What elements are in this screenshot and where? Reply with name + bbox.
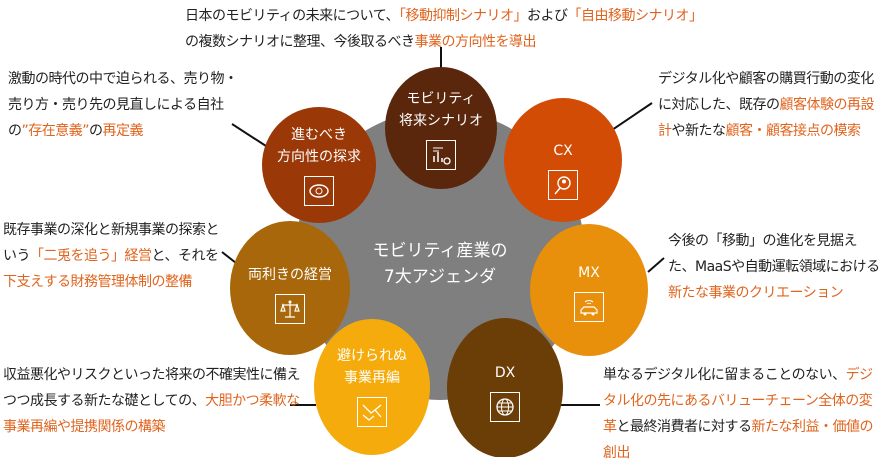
center-title: モビリティ産業の 7大アジェンダ [330, 238, 550, 290]
description-text: の複数シナリオに整理、今後取るべき [185, 34, 415, 50]
highlight-text: 事業の方向性を導出 [414, 34, 537, 50]
highlight-text: 顧客・顧客接点の模索 [725, 123, 862, 139]
node-label: 進むべき [291, 127, 347, 143]
description-cx: デジタル化や顧客の購買行動の変化に対応した、既存の顧客体験の再設計や新たな顧客・… [658, 66, 883, 144]
node-label: 事業再編 [344, 370, 400, 386]
description-text: および [527, 8, 568, 24]
connector-lines [221, 47, 665, 406]
node-dx: DX [445, 362, 565, 422]
node-dx-ellipse [447, 318, 563, 457]
center-title-line: 7大アジェンダ [383, 267, 497, 287]
node-ambidexterity-ellipse [230, 221, 350, 355]
highlight-text: 大胆かつ柔軟な事業再編や提携関係の構築 [3, 393, 300, 435]
node-label: モビリティ [406, 91, 476, 107]
eye-icon [304, 176, 334, 206]
chart-search-icon [426, 140, 456, 170]
description-text: や新たな [671, 123, 727, 139]
description-mx: 今後の「移動」の進化を見据えた、MaaSや自動運転領域における新たな事業のクリエ… [668, 228, 880, 306]
node-label: 将来シナリオ [399, 113, 483, 129]
node-restructuring-ellipse [314, 319, 430, 455]
node-mx-ellipse [530, 224, 648, 356]
node-mx: MX [529, 262, 649, 322]
node-scenario: モビリティ将来シナリオ [381, 88, 501, 170]
customer-search-icon [548, 170, 578, 200]
node-cx-ellipse [504, 98, 622, 222]
description-dx: 単なるデジタル化に留まることのない、デジタル化の先にあるバリューチェーン全体の変… [603, 362, 883, 466]
center-title-line: モビリティ産業の [372, 241, 508, 261]
description-text: 日本のモビリティの未来について、 [185, 8, 400, 24]
globe-icon [490, 392, 520, 422]
description-ambidexterity: 既存事業の深化と新規事業の探索という「二兎を追う」経営と、それを下支えする財務管… [3, 217, 231, 295]
node-scenario-ellipse [385, 67, 497, 189]
node-ambidexterity: 両利きの経営 [230, 264, 350, 324]
node-label: 両利きの経営 [248, 267, 332, 283]
node-label: 避けられぬ [337, 348, 407, 364]
highlight-text: 下支えする財務管理体制の整備 [3, 274, 193, 290]
node-restructuring: 避けられぬ事業再編 [312, 345, 432, 427]
description-text: と最終消費者に対する [616, 419, 753, 435]
connected-car-icon [574, 292, 604, 322]
highlight-text: 顧客体験の再設計 [658, 97, 875, 139]
node-label: MX [578, 265, 600, 281]
node-direction-ellipse [262, 107, 376, 223]
node-direction: 進むべき方向性の探求 [259, 124, 379, 206]
highlight-text: 新たな事業のクリエーション [668, 285, 844, 301]
highlight-text: 「自由移動シナリオ」 [567, 8, 704, 24]
description-text: 単なるデジタル化に留まることのない、 [603, 367, 846, 383]
description-text: 今後の「移動」の進化を見据えた、MaaSや自動運転領域における [668, 233, 880, 275]
description-text: 既存事業の深化と新規事業の探索という [3, 222, 220, 264]
description-scenario: 日本のモビリティの未来について、「移動抑制シナリオ」および「自由移動シナリオ」の… [185, 3, 705, 55]
description-text: と、それを [151, 248, 219, 264]
highlight-text: ”存在意義” [21, 123, 90, 139]
description-text: の [89, 123, 103, 139]
node-cx: CX [503, 140, 623, 200]
scales-icon [275, 294, 305, 324]
highlight-text: 再定義 [102, 123, 144, 139]
node-label: DX [494, 365, 516, 381]
handshake-icon [357, 397, 387, 427]
node-label: 方向性の探求 [277, 149, 361, 165]
description-text: 激動の時代の中で迫られる、売り物・売り方・売り先の見直しによる自社の [8, 71, 238, 139]
node-label: CX [553, 143, 573, 159]
highlight-text: デジタル化の先にあるバリューチェーン全体の変革 [603, 367, 873, 435]
description-direction: 激動の時代の中で迫られる、売り物・売り方・売り先の見直しによる自社の”存在意義”… [8, 66, 238, 144]
highlight-text: 「二兎を追う」経営 [30, 248, 152, 264]
description-text: 収益悪化やリスクといった将来の不確実性に備えつつ成長する新たな礎としての、 [3, 367, 301, 409]
highlight-text: 「移動抑制シナリオ」 [399, 8, 528, 24]
description-text: デジタル化や顧客の購買行動の変化に対応した、既存の [658, 71, 874, 113]
description-restructuring: 収益悪化やリスクといった将来の不確実性に備えつつ成長する新たな礎としての、大胆か… [3, 362, 303, 440]
